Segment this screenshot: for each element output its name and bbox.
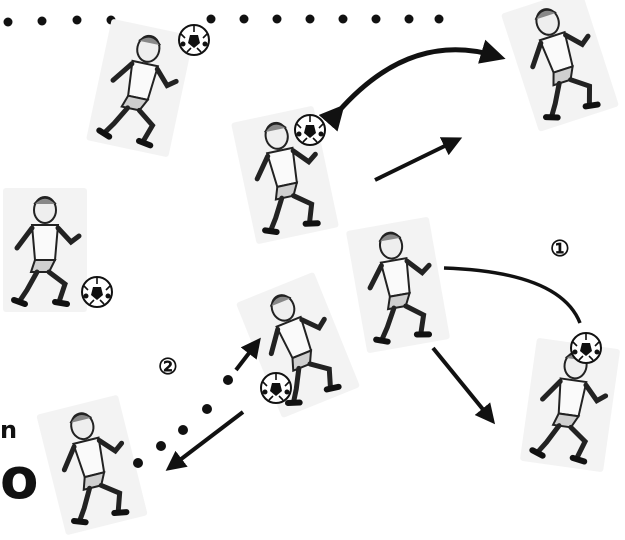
- player-header-top-left: [86, 19, 194, 158]
- soccer-ball-icon: [81, 276, 113, 308]
- step-1-label: ①: [550, 236, 570, 262]
- player-running: [346, 217, 450, 354]
- soccer-ball-icon: [260, 372, 292, 404]
- step-2-label: ②: [158, 354, 178, 380]
- soccer-ball-icon: [178, 24, 210, 56]
- edge-text-large: o: [0, 447, 39, 512]
- return-arrow: [165, 410, 245, 471]
- boundary-dotted-line: [3, 14, 444, 27]
- player-right-volley: [520, 338, 620, 472]
- run-arrow-upper: [374, 137, 463, 182]
- player-bottom-left: [36, 395, 148, 536]
- edge-text-small: n: [0, 416, 18, 444]
- player-top-right: [501, 0, 619, 132]
- pass-curve-1: [443, 266, 582, 324]
- soccer-ball-icon: [294, 114, 326, 146]
- curved-exchange-arrow: [318, 39, 506, 132]
- dotted-pass-arrowhead: [234, 337, 261, 372]
- soccer-ball-icon: [570, 332, 602, 364]
- player-left-girl: [3, 188, 87, 312]
- dotted-pass-2: [133, 375, 233, 468]
- run-arrow-lower-right: [431, 346, 496, 425]
